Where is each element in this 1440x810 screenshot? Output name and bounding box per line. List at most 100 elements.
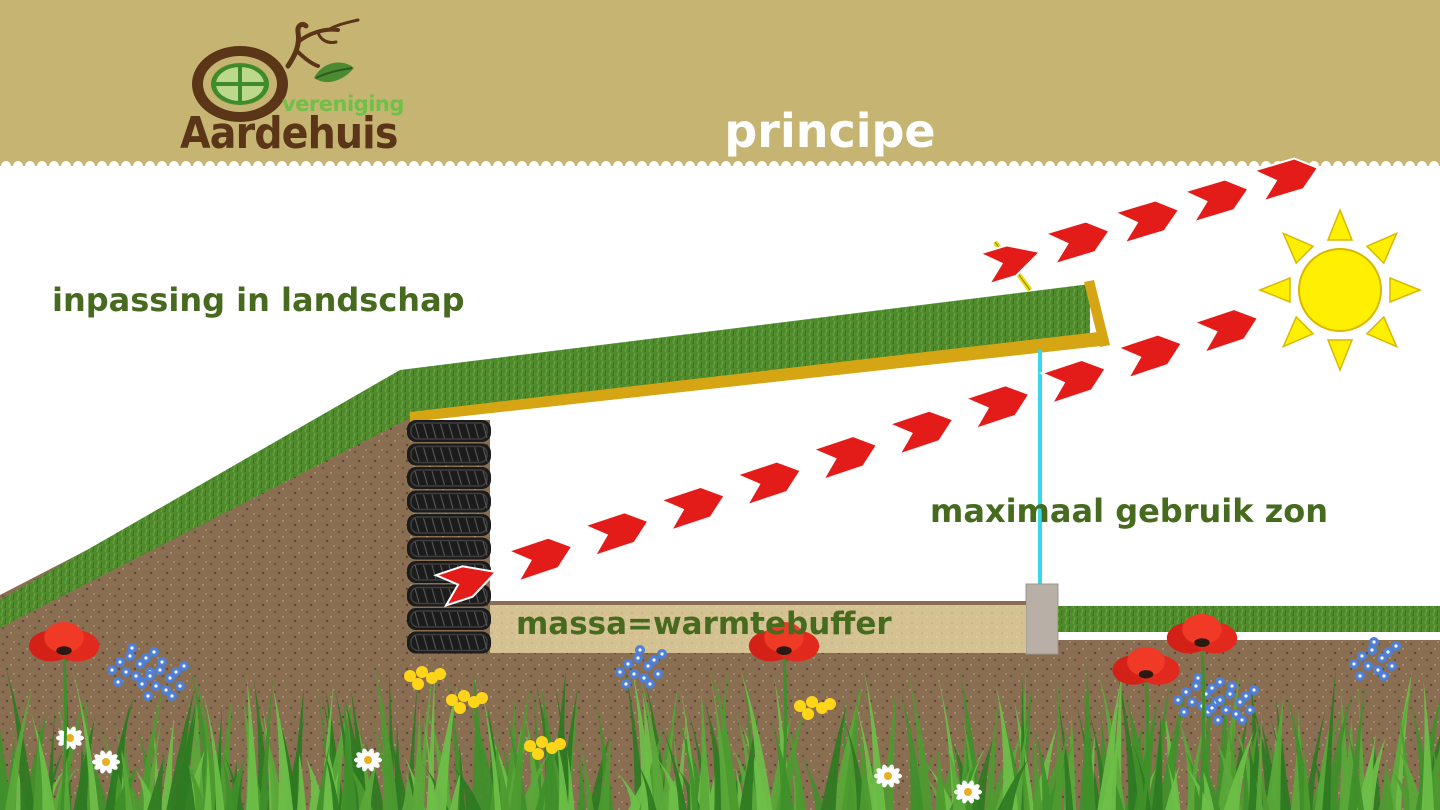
grass-blade — [406, 684, 418, 810]
sun-ray — [1389, 276, 1423, 304]
grass-blade — [577, 751, 587, 810]
label-max-sun-use: maximaal gebruik zon — [930, 492, 1329, 530]
tire — [407, 631, 491, 654]
grass-blade — [997, 759, 1028, 810]
ray-arrow — [505, 536, 574, 584]
grass-blade — [1240, 722, 1250, 810]
cornflower — [615, 645, 667, 689]
grass-blade — [1247, 739, 1260, 810]
label-thermal-mass: massa=warmtebuffer — [516, 606, 892, 642]
grass-blade — [574, 727, 594, 810]
grass-blade — [935, 742, 947, 810]
grass-blade — [739, 667, 773, 810]
grass-blade — [797, 749, 824, 810]
ray-arrow — [886, 409, 955, 457]
grass-blade — [859, 746, 873, 810]
logo-subtitle: vereniging — [282, 92, 404, 116]
grass-blade — [0, 729, 11, 810]
poppy-flower — [748, 622, 820, 662]
ray-arrow — [734, 460, 803, 507]
sun-ray — [1365, 315, 1399, 349]
grass-blade — [257, 709, 284, 810]
grass-blade — [613, 768, 643, 810]
ray-arrow — [977, 244, 1043, 286]
tire — [407, 514, 491, 536]
grass-blade — [85, 745, 108, 810]
grass-blade — [451, 765, 482, 810]
grass-blade — [1223, 731, 1254, 810]
grass-blade — [4, 660, 35, 810]
grass-blade — [351, 701, 373, 810]
grass-blade — [1255, 707, 1263, 810]
grass-blade — [1394, 740, 1424, 810]
ray-arrow — [810, 435, 879, 482]
grass-blade — [635, 760, 657, 810]
grass-blade — [147, 755, 165, 810]
grass-blade — [113, 719, 133, 810]
ray-arrow — [433, 565, 499, 608]
grass-blade — [1265, 695, 1284, 810]
ray-arrow — [1042, 220, 1112, 266]
grass-blade — [221, 753, 234, 810]
label-landscape-integration: inpassing in landschap — [52, 281, 465, 319]
soil-mass — [0, 325, 1440, 810]
grass-blade — [1097, 681, 1121, 810]
grass-blade — [984, 700, 998, 810]
sun-ray — [1281, 231, 1315, 265]
grass-blade — [29, 709, 55, 810]
grass-blade — [349, 684, 368, 810]
grass-blade — [1191, 739, 1221, 810]
grass-blade — [317, 735, 340, 810]
grass-blade — [137, 684, 164, 810]
grass-blade — [900, 688, 924, 810]
logo[interactable]: vereniging Aardehuis — [178, 14, 448, 162]
yellow-flower — [404, 666, 446, 690]
roof-fascia — [1084, 280, 1110, 347]
yellow-flower — [524, 736, 566, 760]
ray-arrow — [1191, 308, 1260, 355]
tire-stack — [407, 420, 491, 654]
sun-ray-arrows-interior — [433, 308, 1260, 608]
poppy-flower — [1166, 614, 1238, 654]
grass-blade — [1243, 722, 1270, 810]
grass-blade — [841, 685, 860, 810]
daisy-flower — [954, 780, 982, 804]
grass-blade — [476, 668, 502, 810]
grass-blade — [259, 676, 274, 810]
grass-blade — [1151, 715, 1163, 810]
grass-blade — [181, 752, 206, 810]
grass-blade — [1386, 682, 1413, 810]
grass-blade — [675, 705, 699, 810]
grass-blade — [1186, 701, 1211, 810]
daisy-flower — [92, 750, 120, 774]
ray-arrow — [1112, 199, 1181, 245]
grass-blade — [56, 686, 71, 810]
grass-blade — [1217, 672, 1240, 810]
grass-blade — [1421, 678, 1434, 810]
daisy-flower — [56, 726, 84, 750]
grass-blade — [566, 748, 575, 810]
poppy-flower — [1112, 647, 1180, 685]
grass-blade — [431, 685, 458, 810]
roof-beam — [410, 332, 1110, 422]
grass-blade — [1301, 730, 1311, 810]
grass-blade — [699, 682, 710, 810]
logo-wordmark: Aardehuis — [180, 108, 398, 159]
grass-blade — [341, 698, 357, 810]
grass-blade — [73, 715, 96, 810]
wildflowers — [28, 614, 1401, 810]
grass-blade — [449, 763, 464, 810]
grass-blade — [272, 684, 294, 810]
sun-ray — [1257, 276, 1291, 304]
header-scallop-edge — [0, 158, 1440, 171]
grass-blade — [554, 731, 569, 810]
grass-blade — [1165, 763, 1180, 810]
grass-blade — [5, 686, 33, 810]
grass-blade — [535, 741, 562, 810]
grass-blade — [708, 664, 730, 810]
grass-blade — [422, 716, 437, 810]
grass-blade — [1114, 661, 1140, 810]
cornflower — [1207, 681, 1259, 725]
tire — [407, 443, 491, 466]
grass-blade — [105, 696, 135, 810]
